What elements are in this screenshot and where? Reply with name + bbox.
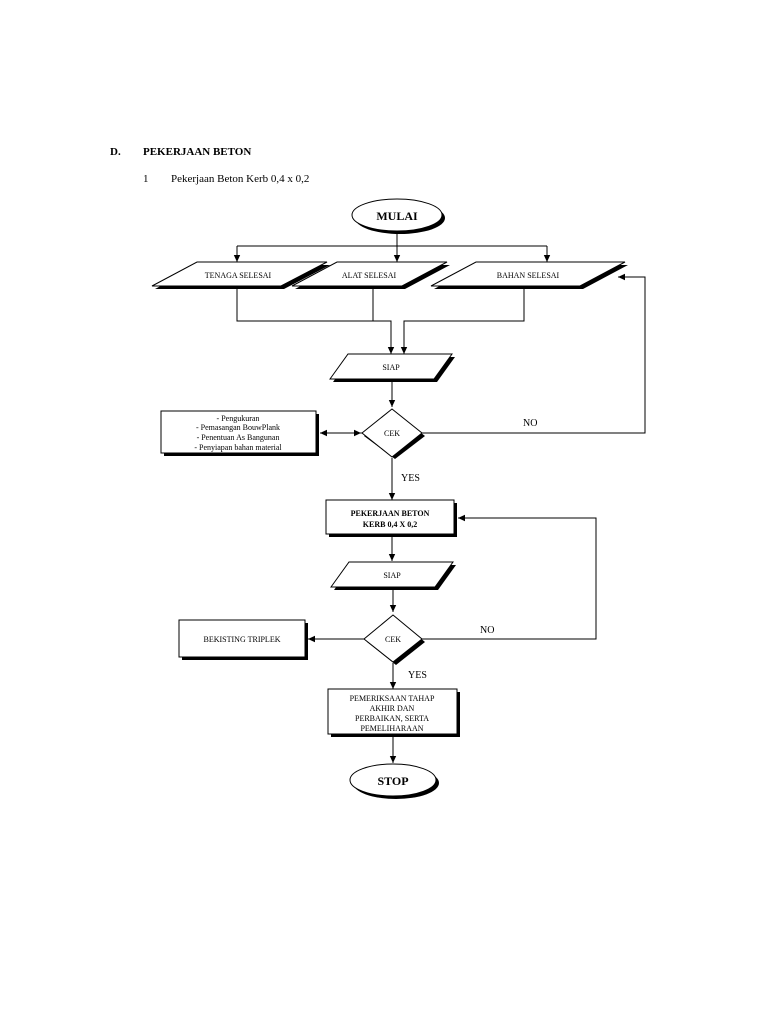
ready-2-label: SIAP xyxy=(383,571,401,580)
final-label-line: PEMELIHARAAN xyxy=(360,724,423,733)
input-alat xyxy=(291,261,448,287)
input-bahan-label: BAHAN SELESAI xyxy=(497,271,560,280)
work-label-line: PEKERJAAN BETON xyxy=(351,509,430,518)
prep-item: - Pengukuran xyxy=(217,414,260,423)
no-label-1: NO xyxy=(523,418,537,429)
stop-label: STOP xyxy=(377,774,408,788)
ready-1 xyxy=(329,353,453,380)
final-label-line: PERBAIKAN, SERTA xyxy=(355,714,429,723)
prep-item: - Penyiapan bahan material xyxy=(194,443,282,452)
prep-item: - Penentuan As Bangunan xyxy=(197,433,280,442)
arrow-no-loop-2 xyxy=(422,514,597,640)
process-final xyxy=(327,688,458,735)
prep-item: - Pemasangan BouwPlank xyxy=(196,423,280,432)
final-label-line: AKHIR DAN xyxy=(370,704,415,713)
start-label: MULAI xyxy=(376,209,418,223)
no-label-2: NO xyxy=(480,625,494,636)
decision-cek-2 xyxy=(363,614,423,663)
input-bahan xyxy=(430,261,626,287)
input-tenaga-label: TENAGA SELESAI xyxy=(205,271,272,280)
arrow-bahan-to-siap xyxy=(400,287,525,354)
section-letter: D. xyxy=(110,146,121,158)
ready-2 xyxy=(330,561,454,588)
cek-1-label: CEK xyxy=(384,429,400,438)
yes-label-2: YES xyxy=(408,670,427,681)
process-work xyxy=(325,499,455,535)
stop-terminal xyxy=(349,763,437,797)
arrow-tenaga-to-siap xyxy=(236,287,395,354)
cek-2-label: CEK xyxy=(385,635,401,644)
section-title: PEKERJAAN BETON xyxy=(143,146,252,158)
work-label-line: KERB 0,4 X 0,2 xyxy=(363,520,417,529)
subsection-title: Pekerjaan Beton Kerb 0,4 x 0,2 xyxy=(171,173,310,185)
arrow-no-loop-1 xyxy=(422,273,646,434)
input-alat-label: ALAT SELESAI xyxy=(342,271,397,280)
final-label-line: PEMERIKSAAN TAHAP xyxy=(350,694,435,703)
decision-cek-1 xyxy=(361,408,423,458)
start-terminal xyxy=(351,198,443,232)
input-tenaga xyxy=(151,261,328,287)
prep-list-box xyxy=(160,410,317,454)
process-bekisting xyxy=(178,619,306,658)
yes-label-1: YES xyxy=(401,473,420,484)
bekisting-label: BEKISTING TRIPLEK xyxy=(204,635,281,644)
subsection-number: 1 xyxy=(143,173,149,185)
ready-1-label: SIAP xyxy=(382,363,400,372)
